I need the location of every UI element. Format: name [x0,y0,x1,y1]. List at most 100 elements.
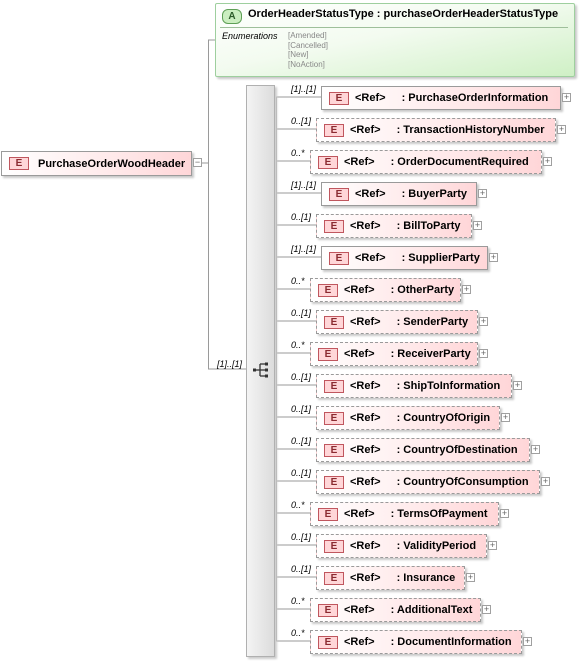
element-badge: E [9,157,29,170]
element-name: : ReceiverParty [390,348,471,360]
child-element[interactable]: E<Ref>: CountryOfDestination [316,438,530,462]
element-ref-label: <Ref> [344,348,375,360]
element-name: : CountryOfDestination [396,444,518,456]
element-ref-label: <Ref> [350,540,381,552]
element-ref-label: <Ref> [344,284,375,296]
root-element-name: PurchaseOrderWoodHeader [38,157,186,170]
child-multiplicity: 0..* [291,500,305,510]
attribute-box[interactable]: A OrderHeaderStatusType : purchaseOrderH… [215,3,575,77]
expand-icon[interactable]: + [488,540,497,550]
element-name: : DocumentInformation [390,636,512,648]
root-element[interactable]: E PurchaseOrderWoodHeader [1,151,192,176]
child-element[interactable]: E <Ref> : PurchaseOrderInformation [321,86,561,110]
element-name: : Insurance [396,572,456,584]
expand-icon[interactable]: + [541,476,550,486]
expand-icon[interactable]: + [482,604,491,614]
element-name: : BuyerParty [401,188,467,200]
element-name: : AdditionalText [390,604,473,616]
element-badge: E [318,283,338,297]
expand-icon[interactable]: + [501,412,510,422]
expand-icon[interactable]: + [478,188,487,198]
element-badge: E [318,155,338,169]
enum-value: [New] [288,50,309,59]
expand-icon[interactable]: + [513,380,522,390]
child-element[interactable]: E<Ref>: CountryOfOrigin [316,406,500,430]
element-name: : CountryOfConsumption [396,476,529,488]
element-badge: E [324,539,344,553]
child-element[interactable]: E<Ref>: SenderParty [316,310,478,334]
child-multiplicity: 0..[1] [291,532,312,542]
element-badge: E [324,219,344,233]
element-name: : ValidityPeriod [396,540,477,552]
element-ref-label: <Ref> [350,380,381,392]
element-badge: E [324,123,344,137]
child-multiplicity: 0..[1] [291,116,312,126]
child-element[interactable]: E <Ref> : OrderDocumentRequired [310,150,542,174]
child-multiplicity: 0..* [291,596,305,606]
child-multiplicity: 0..* [291,148,305,158]
element-ref-label: <Ref> [350,476,381,488]
child-element[interactable]: E<Ref>: BillToParty [316,214,472,238]
element-badge: E [329,91,349,105]
expand-icon[interactable]: + [523,636,532,646]
expand-icon[interactable]: + [479,316,488,326]
expand-icon[interactable]: + [562,92,571,102]
expand-icon[interactable]: + [489,252,498,262]
element-ref-label: <Ref> [350,572,381,584]
element-name: : PurchaseOrderInformation [401,92,549,104]
expand-icon[interactable]: + [466,572,475,582]
child-element[interactable]: E<Ref>: AdditionalText [310,598,481,622]
child-element[interactable]: E <Ref> : ReceiverParty [310,342,478,366]
element-name: : TransactionHistoryNumber [396,124,545,136]
element-name: : BillToParty [396,220,461,232]
element-ref-label: <Ref> [350,444,381,456]
element-ref-label: <Ref> [344,156,375,168]
expand-icon[interactable]: + [531,444,540,454]
child-multiplicity: 0..[1] [291,468,312,478]
expand-icon[interactable]: + [557,124,566,134]
element-ref-label: <Ref> [350,412,381,424]
expand-icon[interactable]: + [500,508,509,518]
child-element[interactable]: E<Ref>: CountryOfConsumption [316,470,540,494]
child-element[interactable]: E <Ref> : TransactionHistoryNumber [316,118,556,142]
child-element[interactable]: E<Ref>: Insurance [316,566,465,590]
child-element[interactable]: E <Ref> : ShipToInformation [316,374,512,398]
child-element[interactable]: E <Ref> : TermsOfPayment [310,502,499,526]
child-element[interactable]: E<Ref>: BuyerParty [321,182,477,206]
expand-icon[interactable]: + [543,156,552,166]
sequence-multiplicity: [1]..[1] [217,359,243,369]
expand-icon[interactable]: + [462,284,471,294]
child-element[interactable]: E<Ref>: SupplierParty [321,246,488,270]
expand-icon[interactable]: + [473,220,482,230]
element-ref-label: <Ref> [350,124,381,136]
element-badge: E [329,251,349,265]
child-multiplicity: [1]..[1] [291,180,317,190]
element-ref-label: <Ref> [344,604,375,616]
attribute-divider [220,27,568,28]
child-element[interactable]: E<Ref>: DocumentInformation [310,630,522,654]
child-element[interactable]: E <Ref> : OtherParty [310,278,461,302]
collapse-icon[interactable]: − [193,157,202,167]
element-badge: E [318,347,338,361]
element-name: : ShipToInformation [396,380,501,392]
element-ref-label: <Ref> [344,508,375,520]
element-badge: E [318,507,338,521]
child-multiplicity: 0..[1] [291,564,312,574]
enum-value: [Amended] [288,31,327,40]
element-name: : CountryOfOrigin [396,412,491,424]
child-element[interactable]: E <Ref> : ValidityPeriod [316,534,487,558]
child-multiplicity: [1]..[1] [291,84,317,94]
element-name: : OtherParty [390,284,455,296]
element-ref-label: <Ref> [355,92,386,104]
element-name: : OrderDocumentRequired [390,156,529,168]
element-name: : TermsOfPayment [390,508,488,520]
child-multiplicity: 0..* [291,628,305,638]
element-badge: E [324,379,344,393]
child-multiplicity: 0..* [291,340,305,350]
element-name: : SupplierParty [401,252,480,264]
enum-value: [Cancelled] [288,40,329,50]
expand-icon[interactable]: + [479,348,488,358]
child-multiplicity: 0..[1] [291,308,312,318]
element-name: : SenderParty [396,316,469,328]
enum-value: [NoAction] [288,59,325,69]
